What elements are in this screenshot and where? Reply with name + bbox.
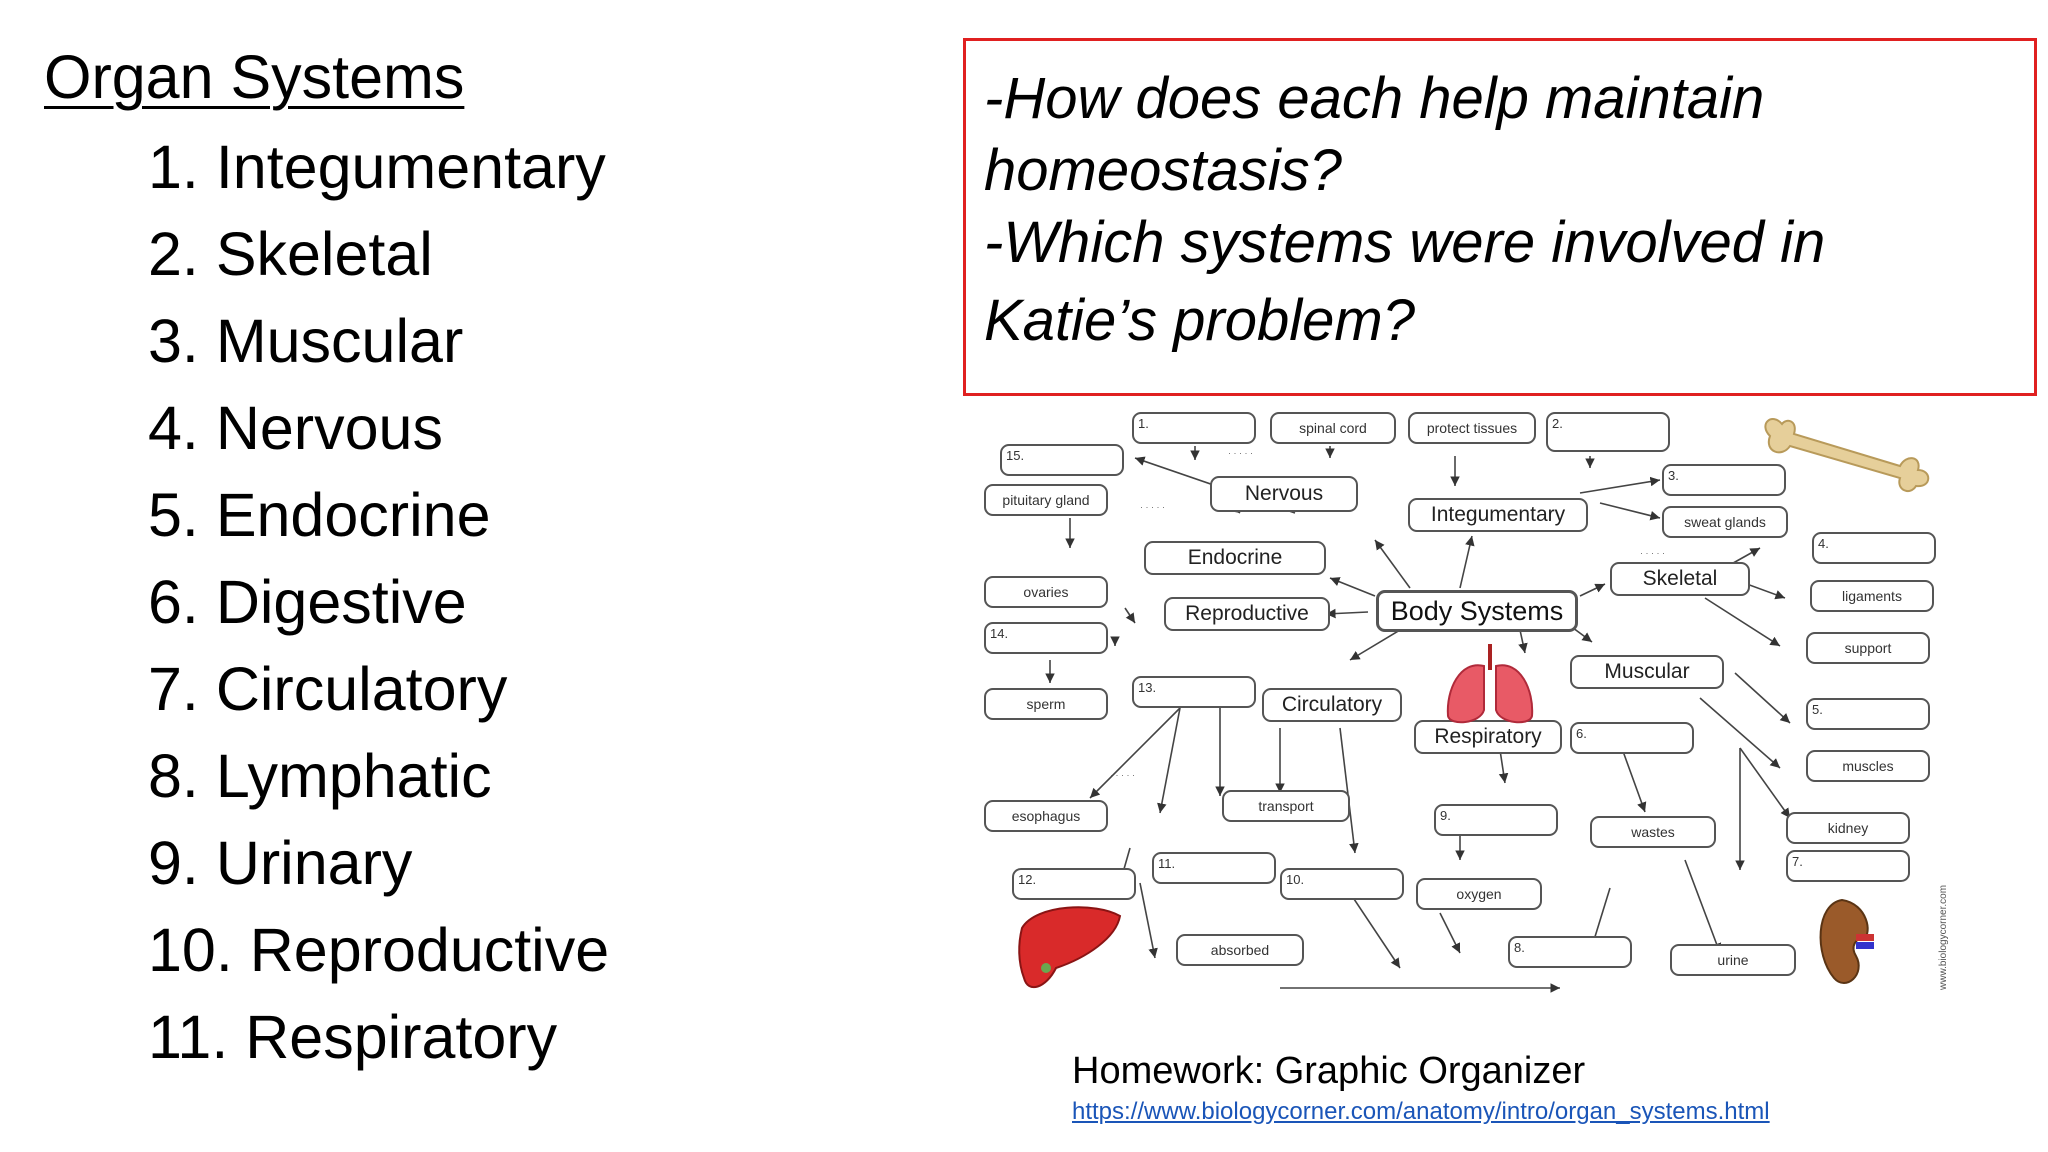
blank-number: 4. — [1818, 536, 1829, 551]
connector-label: · · · · · — [1110, 770, 1135, 780]
blank-number: 10. — [1286, 872, 1305, 887]
blank-box: 14. — [984, 622, 1108, 654]
node-skeletal: Skeletal — [1610, 562, 1750, 596]
node-spinal-cord: spinal cord — [1270, 412, 1396, 444]
node-transport: transport — [1222, 790, 1350, 822]
question-line: -Which systems were involved in — [984, 210, 1826, 275]
question-line: -How does each help maintain — [984, 66, 1765, 131]
node-absorbed: absorbed — [1176, 934, 1304, 966]
list-item: 4. Nervous — [148, 394, 443, 462]
blank-number: 2. — [1552, 416, 1563, 431]
node-ovaries: ovaries — [984, 576, 1108, 608]
node-nervous: Nervous — [1210, 476, 1358, 512]
blank-number: 1. — [1138, 416, 1149, 431]
blank-number: 5. — [1812, 702, 1823, 717]
node-oxygen: oxygen — [1416, 878, 1542, 910]
node-kidney: kidney — [1786, 812, 1910, 844]
blank-box: 11. — [1152, 852, 1276, 884]
blank-number: 13. — [1138, 680, 1157, 695]
blank-box: 8. — [1508, 936, 1632, 968]
blank-number: 11. — [1158, 856, 1176, 871]
list-item: 2. Skeletal — [148, 220, 433, 288]
connector-label: · · · · · — [1140, 502, 1165, 512]
question-box: -How does each help maintain homeostasis… — [963, 38, 2037, 396]
node-endocrine: Endocrine — [1144, 541, 1326, 575]
credit-label: www.biologycorner.com — [1938, 884, 1949, 990]
node-integumentary: Integumentary — [1408, 498, 1588, 532]
bone-icon — [1764, 418, 1930, 493]
blank-number: 9. — [1440, 808, 1451, 823]
node-pituitary-gland: pituitary gland — [984, 484, 1108, 516]
homework-title: Homework: Graphic Organizer — [1072, 1050, 1586, 1092]
list-item: 9. Urinary — [148, 829, 413, 897]
blank-box: 5. — [1806, 698, 1930, 730]
blank-number: 7. — [1792, 854, 1803, 869]
blank-box: 1. — [1132, 412, 1256, 444]
blank-number: 14. — [990, 626, 1009, 641]
connector-label: · · · · · — [1228, 448, 1253, 458]
node-muscular: Muscular — [1570, 655, 1724, 689]
blank-number: 12. — [1018, 872, 1037, 887]
concept-map: Body Systems Nervous Integumentary Endoc… — [980, 398, 1954, 1010]
liver-icon — [1018, 906, 1122, 989]
blank-number: 8. — [1514, 940, 1525, 955]
homework-link[interactable]: https://www.biologycorner.com/anatomy/in… — [1072, 1098, 1770, 1125]
blank-box: 4. — [1812, 532, 1936, 564]
node-protect-tissues: protect tissues — [1408, 412, 1536, 444]
list-item: 11. Respiratory — [148, 1003, 558, 1071]
organ-system-list: 1. Integumentary 2. Skeletal 3. Muscular… — [148, 124, 609, 1081]
blank-box: 15. — [1000, 444, 1124, 476]
question-line: Katie’s problem? — [984, 288, 1415, 353]
page-title: Organ Systems — [44, 43, 465, 111]
blank-box: 9. — [1434, 804, 1558, 836]
blank-box: 13. — [1132, 676, 1256, 708]
blank-number: 15. — [1006, 448, 1025, 463]
node-circulatory: Circulatory — [1262, 688, 1402, 722]
blank-box: 7. — [1786, 850, 1910, 882]
node-muscles: muscles — [1806, 750, 1930, 782]
node-support: support — [1806, 632, 1930, 664]
list-item: 7. Circulatory — [148, 655, 508, 723]
node-sperm: sperm — [984, 688, 1108, 720]
lungs-icon — [1446, 644, 1534, 724]
blank-box: 2. — [1546, 412, 1670, 452]
connector-label: · · · · · — [1640, 548, 1665, 558]
question-line: homeostasis? — [984, 138, 1342, 203]
node-wastes: wastes — [1590, 816, 1716, 848]
node-sweat-glands: sweat glands — [1662, 506, 1788, 538]
blank-number: 3. — [1668, 468, 1679, 483]
kidney-icon — [1819, 898, 1874, 984]
node-ligaments: ligaments — [1810, 580, 1934, 612]
node-body-systems: Body Systems — [1376, 590, 1578, 632]
node-respiratory: Respiratory — [1414, 720, 1562, 754]
list-item: 1. Integumentary — [148, 133, 606, 201]
blank-number: 6. — [1576, 726, 1587, 741]
blank-box: 6. — [1570, 722, 1694, 754]
node-esophagus: esophagus — [984, 800, 1108, 832]
list-item: 10. Reproductive — [148, 916, 610, 984]
list-item: 6. Digestive — [148, 568, 467, 636]
blank-box: 10. — [1280, 868, 1404, 900]
node-urine: urine — [1670, 944, 1796, 976]
list-item: 5. Endocrine — [148, 481, 491, 549]
list-item: 3. Muscular — [148, 307, 464, 375]
blank-box: 3. — [1662, 464, 1786, 496]
list-item: 8. Lymphatic — [148, 742, 492, 810]
node-reproductive: Reproductive — [1164, 597, 1330, 631]
blank-box: 12. — [1012, 868, 1136, 900]
